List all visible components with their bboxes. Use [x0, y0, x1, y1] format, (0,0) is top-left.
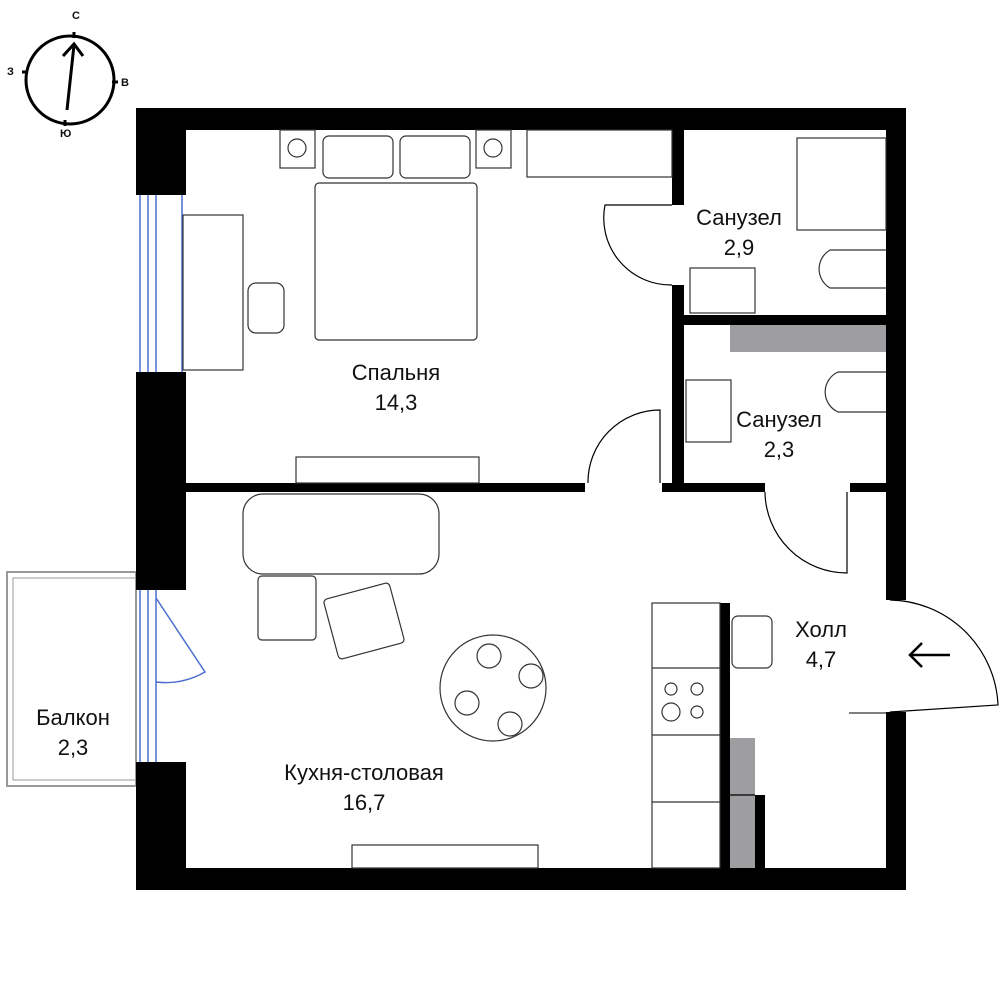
doors: [587, 204, 999, 796]
furniture: [182, 129, 887, 869]
room-name: Санузел: [696, 205, 782, 230]
compass-west: З: [7, 66, 14, 78]
compass-icon: [22, 32, 118, 126]
shower: [796, 137, 887, 231]
room-kitchen-dining: Кухня-столовая 16,7: [284, 758, 444, 818]
entrance-arrow-icon: [908, 642, 950, 668]
balcony: [6, 571, 137, 787]
compass-east: В: [121, 77, 129, 89]
room-hall: Холл 4,7: [795, 615, 847, 675]
room-area: 16,7: [342, 790, 386, 815]
room-name: Кухня-столовая: [284, 760, 444, 785]
room-area: 2,3: [57, 735, 89, 760]
windows: [139, 195, 207, 762]
desk: [182, 214, 244, 371]
sofa: [242, 493, 440, 575]
room-area: 14,3: [374, 390, 418, 415]
compass-south: Ю: [60, 128, 72, 140]
room-name: Спальня: [351, 360, 441, 385]
room-balcony: Балкон 2,3: [36, 703, 110, 763]
room-area: 4,7: [805, 647, 837, 672]
room-bedroom: Спальня 14,3: [352, 358, 440, 418]
room-area: 2,9: [723, 235, 755, 260]
room-bathroom-1: Санузел 2,9: [696, 203, 782, 263]
compass-north: С: [72, 10, 80, 22]
room-name: Балкон: [36, 705, 110, 730]
walls: [136, 108, 906, 890]
room-bathroom-2: Санузел 2,3: [736, 405, 822, 465]
shafts: [730, 325, 886, 868]
room-name: Холл: [795, 617, 847, 642]
room-name: Санузел: [736, 407, 822, 432]
room-area: 2,3: [763, 437, 795, 462]
bed: [314, 182, 478, 341]
